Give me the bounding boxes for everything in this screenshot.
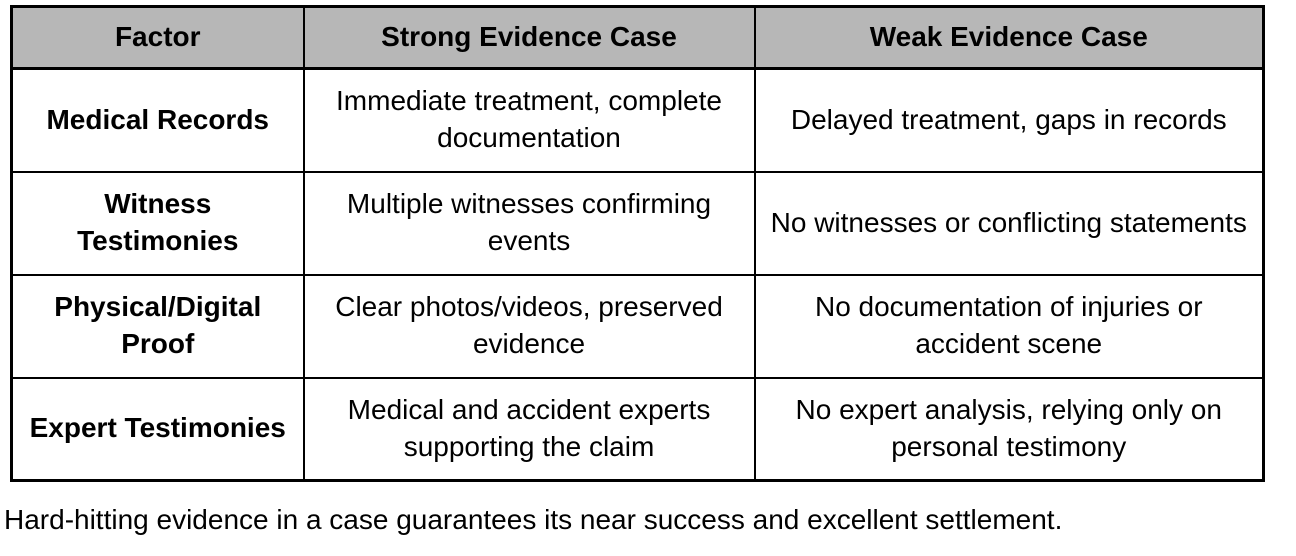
evidence-comparison-table: Factor Strong Evidence Case Weak Evidenc… bbox=[10, 5, 1265, 482]
factor-cell: Medical Records bbox=[10, 67, 305, 173]
header-cell-factor: Factor bbox=[10, 5, 305, 70]
table-row-medical-records: Medical Records Immediate treatment, com… bbox=[10, 67, 1265, 173]
strong-evidence-cell: Clear photos/videos, preserved evidence bbox=[302, 273, 756, 379]
table-row-witness-testimonies: Witness Testimonies Multiple witnesses c… bbox=[10, 170, 1265, 276]
strong-evidence-cell: Immediate treatment, complete documentat… bbox=[302, 67, 756, 173]
weak-evidence-cell: No documentation of injuries or accident… bbox=[753, 273, 1265, 379]
strong-evidence-cell: Medical and accident experts supporting … bbox=[302, 376, 756, 482]
factor-cell: Physical/Digital Proof bbox=[10, 273, 305, 379]
table-header-row: Factor Strong Evidence Case Weak Evidenc… bbox=[10, 5, 1265, 70]
weak-evidence-cell: Delayed treatment, gaps in records bbox=[753, 67, 1265, 173]
table-caption: Hard-hitting evidence in a case guarante… bbox=[4, 504, 1063, 535]
factor-cell: Witness Testimonies bbox=[10, 170, 305, 276]
weak-evidence-cell: No witnesses or conflicting statements bbox=[753, 170, 1265, 276]
evidence-comparison-table-container: Factor Strong Evidence Case Weak Evidenc… bbox=[10, 5, 1265, 482]
factor-cell: Expert Testimonies bbox=[10, 376, 305, 482]
table-row-physical-digital-proof: Physical/Digital Proof Clear photos/vide… bbox=[10, 273, 1265, 379]
header-cell-strong-evidence: Strong Evidence Case bbox=[302, 5, 756, 70]
strong-evidence-cell: Multiple witnesses confirming events bbox=[302, 170, 756, 276]
table-row-expert-testimonies: Expert Testimonies Medical and accident … bbox=[10, 376, 1265, 482]
header-cell-weak-evidence: Weak Evidence Case bbox=[753, 5, 1265, 70]
weak-evidence-cell: No expert analysis, relying only on pers… bbox=[753, 376, 1265, 482]
